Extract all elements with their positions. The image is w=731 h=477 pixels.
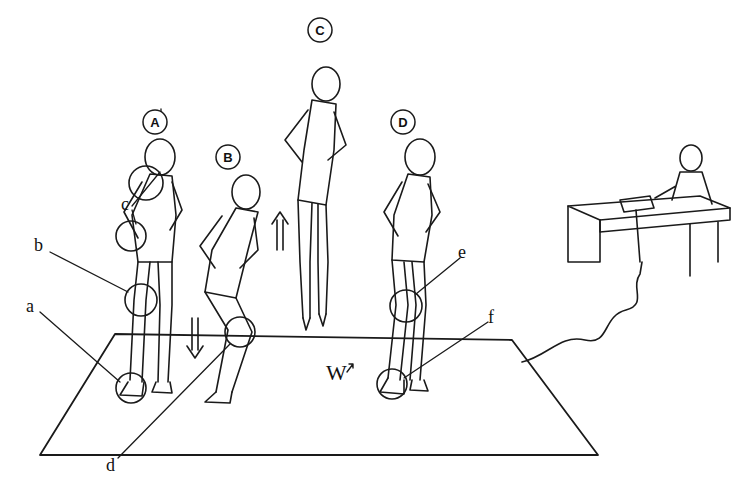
down-arrow — [187, 318, 203, 358]
subject-a — [116, 139, 182, 403]
head — [405, 139, 435, 175]
arms — [285, 110, 346, 162]
figure-id-circle: D — [390, 109, 416, 135]
signal-cable — [522, 262, 642, 362]
figure-letter: D — [390, 109, 416, 135]
callout-letter: e — [458, 243, 466, 261]
callout-letter: b — [34, 236, 43, 254]
callout-letter: d — [106, 456, 115, 474]
leader-line — [50, 252, 128, 292]
legs — [298, 200, 328, 318]
figure-id-circle: C — [307, 17, 333, 43]
legs — [130, 262, 172, 382]
figure-letter: B — [215, 144, 241, 170]
leader-lines — [40, 109, 488, 458]
callout-letter: f — [488, 308, 494, 326]
joint-marker — [225, 317, 255, 347]
circle-shape — [216, 145, 240, 169]
joint-marker — [116, 221, 146, 251]
head — [232, 175, 260, 209]
legs — [388, 260, 426, 380]
desk-edge — [600, 208, 730, 232]
feet — [205, 392, 232, 403]
figure-letter: C — [307, 17, 333, 43]
head — [312, 67, 340, 101]
leader-line — [118, 344, 230, 458]
subject-b — [200, 175, 260, 403]
leader-line — [132, 210, 136, 224]
leader-line — [40, 312, 120, 382]
desk-leg — [568, 206, 600, 262]
leader-line — [416, 258, 460, 294]
arms — [384, 182, 440, 236]
arms — [200, 216, 258, 268]
torso — [205, 208, 258, 298]
recorder-device — [620, 196, 654, 212]
head — [145, 139, 175, 175]
operator-head — [680, 145, 702, 171]
desk — [568, 196, 730, 276]
figure-id-circle: A — [142, 109, 168, 135]
circle-shape — [391, 110, 415, 134]
circle-shape — [143, 110, 167, 134]
weight-arrow — [347, 364, 353, 372]
joint-marker — [116, 373, 146, 403]
leader-line — [404, 322, 488, 378]
desk-leg — [690, 222, 718, 276]
device-wire — [636, 210, 640, 262]
callout-letter: c — [121, 195, 129, 213]
arms — [124, 182, 182, 238]
operator-body — [655, 172, 712, 204]
figure-letter: A — [142, 109, 168, 135]
joint-marker — [129, 166, 163, 200]
subject-c — [285, 67, 346, 330]
force-plate — [40, 334, 598, 455]
leader-line — [132, 172, 160, 206]
figure-id-circle: B — [215, 144, 241, 170]
feet — [303, 314, 326, 330]
desk-top — [568, 196, 730, 220]
joint-marker — [377, 369, 407, 399]
joint-marker — [390, 290, 422, 322]
operator — [655, 145, 712, 204]
callout-letter: a — [26, 297, 34, 315]
callout-letter: W — [326, 362, 347, 384]
joint-marker — [125, 284, 157, 316]
circle-shape — [308, 18, 332, 42]
up-arrow — [272, 212, 288, 250]
